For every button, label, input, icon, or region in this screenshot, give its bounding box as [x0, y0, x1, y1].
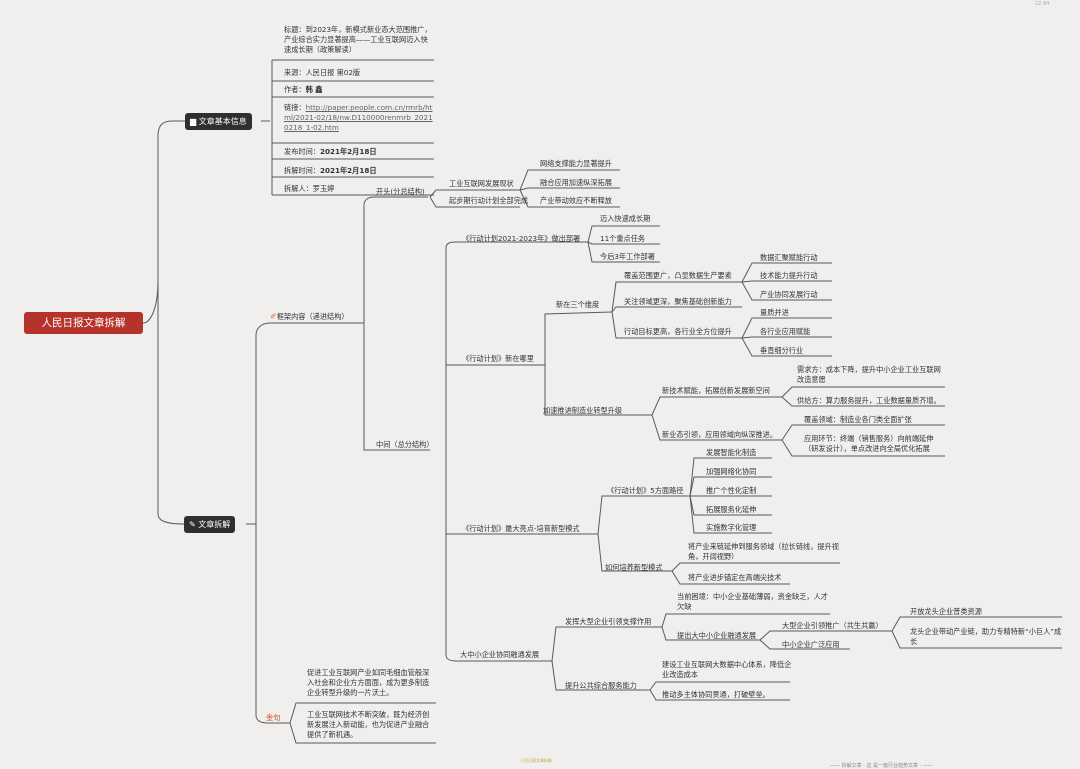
root-node[interactable]: 人民日报文章拆解: [24, 312, 143, 334]
node-a2-coverage[interactable]: 覆盖领域：制造业各门类全面扩张: [804, 415, 912, 424]
node-three-dimensions[interactable]: 新在三个维度: [556, 300, 600, 309]
node-golden-1[interactable]: 促进工业互联网产业如同毛细血管般深入社会和企业方方面面，成为更多制造企业转型升级…: [307, 668, 430, 697]
analysis-label: 拆解时间：: [284, 166, 320, 175]
node-t2[interactable]: 关注领域更深，聚焦基础创新能力: [624, 297, 732, 306]
node-large-a[interactable]: 开放龙头企业普类资源: [910, 607, 982, 616]
node-a2-application[interactable]: 应用环节：终端（销售服务）向前端延伸（研发设计），单点改进向全局优化拓展: [804, 434, 934, 453]
node-basic-info[interactable]: ▆ 文章基本信息: [185, 113, 252, 130]
node-t1-item-2[interactable]: 技术能力提升行动: [760, 271, 818, 280]
node-framework-label: 框架内容（递进结构）: [276, 312, 349, 321]
node-opening-item-2[interactable]: 融合应用加速纵深拓展: [540, 178, 612, 187]
node-plan-item-3[interactable]: 今后3年工作部署: [600, 252, 655, 261]
node-opening-status[interactable]: 工业互联网发展现状: [449, 179, 514, 188]
node-analysis-time[interactable]: 拆解时间：2021年2月18日: [284, 166, 377, 176]
footer-right: —— 拆解文章 · 这 是一篇行业趋势文章 · ——: [830, 763, 933, 769]
node-a1[interactable]: 新技术赋能，拓展创新发展新空间: [662, 386, 770, 395]
node-breakdown[interactable]: ✎ 文章拆解: [184, 516, 236, 533]
node-t1[interactable]: 覆盖范围更广，凸显数据生产要素: [624, 271, 732, 280]
pin-icon: ✐: [270, 312, 277, 321]
publish-value: 2021年2月18日: [319, 147, 377, 156]
node-large-enterprise[interactable]: 大型企业引领推广（共生共赢）: [782, 621, 883, 630]
node-opening-plan-done[interactable]: 起步期行动计划全部完成: [449, 196, 529, 205]
node-t3[interactable]: 行动目标更高，各行业全方位提升: [624, 327, 732, 336]
document-icon: ▆: [190, 117, 199, 126]
node-small-enterprise[interactable]: 中小企业广泛应用: [782, 640, 840, 649]
node-golden-2[interactable]: 工业互联网技术不断突破，既为经济创新发展注入新动能，也为促进产业融合提供了新机遇…: [307, 710, 430, 739]
node-breakdown-label: 文章拆解: [198, 520, 231, 529]
author-label: 作者：: [284, 85, 306, 94]
link-url[interactable]: http://paper.people.com.cn/rmrb/html/202…: [284, 103, 433, 132]
analysis-value: 2021年2月18日: [319, 166, 377, 175]
publish-label: 发布时间：: [284, 147, 320, 156]
node-s1-issue[interactable]: 当前困境：中小企业基础薄弱，资金缺乏，人才欠缺: [677, 592, 828, 611]
node-five-item-1[interactable]: 发展智能化制造: [706, 448, 757, 457]
node-s2[interactable]: 提升公共综合服务能力: [565, 681, 637, 690]
node-cultivate-item-2[interactable]: 将产业进步锚定在高端尖技术: [688, 573, 782, 582]
node-opening[interactable]: 开头(分总结构): [376, 187, 425, 196]
header-meta: 22 84: [1035, 1, 1050, 7]
node-highlight[interactable]: 《行动计划》最大亮点-培育新型模式: [462, 524, 580, 533]
node-cultivate[interactable]: 如何培养新型模式: [605, 563, 663, 572]
node-five-item-2[interactable]: 加强网络化协同: [706, 467, 757, 476]
node-analyst[interactable]: 拆解人：罗玉婷: [284, 184, 335, 193]
author-value: 韩 鑫: [305, 85, 323, 94]
node-middle[interactable]: 中间（总分结构）: [376, 440, 434, 449]
node-framework[interactable]: ✐框架内容（递进结构）: [270, 312, 349, 322]
node-t1-item-3[interactable]: 产业协同发展行动: [760, 290, 818, 299]
footer-note: 人民日报文章拆解: [520, 758, 552, 763]
node-source[interactable]: 来源：人民日报 第02版: [284, 68, 361, 77]
node-opening-item-1[interactable]: 网络支撑能力显著提升: [540, 159, 612, 168]
node-a1-demand[interactable]: 需求方：成本下降，提升中小企业工业互联网改造意愿: [797, 365, 941, 384]
node-t1-item-1[interactable]: 数据汇聚赋能行动: [760, 253, 818, 262]
node-s2-item-2[interactable]: 推动多主体协同贯通，打破壁垒。: [662, 690, 770, 699]
node-a2[interactable]: 新业态引领，应用领域向纵深推进。: [662, 430, 778, 439]
node-plan[interactable]: 《行动计划2021-2023年》做出部署: [462, 234, 581, 243]
node-link[interactable]: 链接：http://paper.people.com.cn/rmrb/html/…: [284, 103, 434, 133]
node-author[interactable]: 作者：韩 鑫: [284, 85, 322, 95]
node-large-b[interactable]: 龙头企业带动产业链，助力专精特新“小巨人”成长: [910, 627, 1062, 646]
link-label: 链接：: [284, 103, 306, 112]
node-five-paths[interactable]: 《行动计划》5方面路径: [607, 486, 684, 495]
node-t3-item-2[interactable]: 各行业应用赋能: [760, 327, 811, 336]
node-plan-item-2[interactable]: 11个重点任务: [600, 234, 646, 243]
node-a1-supply[interactable]: 供给方：算力服务提升，工业数据量质齐增。: [797, 396, 941, 405]
node-s2-item-1[interactable]: 建设工业互联网大数据中心体系，降低企业改造成本: [662, 660, 792, 679]
node-five-item-5[interactable]: 实施数字化管理: [706, 523, 757, 532]
node-t3-item-3[interactable]: 垂直细分行业: [760, 346, 804, 355]
node-new[interactable]: 《行动计划》新在哪里: [462, 354, 534, 363]
node-five-item-3[interactable]: 推广个性化定制: [706, 486, 757, 495]
node-s1-promote[interactable]: 提出大中小企业融通发展: [677, 631, 757, 640]
node-opening-item-3[interactable]: 产业带动效应不断释放: [540, 196, 612, 205]
node-cultivate-item-1[interactable]: 将产业来链延伸到服务领域（拉长链线，提升视角，开阔视野）: [688, 542, 839, 561]
node-accelerate[interactable]: 加速推进制造业转型升级: [543, 406, 623, 415]
node-title[interactable]: 标题：到2023年，新模式新业态大范围推广，产业综合实力显著提高——工业互联网迈…: [284, 25, 432, 54]
node-sme[interactable]: 大中小企业协同融通发展: [460, 650, 540, 659]
node-t3-item-1[interactable]: 量质并进: [760, 308, 789, 317]
node-five-item-4[interactable]: 拓展服务化延伸: [706, 505, 757, 514]
node-s1[interactable]: 发挥大型企业引领支撑作用: [565, 617, 652, 626]
node-golden[interactable]: 金句: [266, 713, 281, 722]
node-basic-info-label: 文章基本信息: [198, 117, 247, 126]
edit-icon: ✎: [189, 520, 199, 529]
node-plan-item-1[interactable]: 迈入快速成长期: [600, 214, 651, 223]
node-publish-time[interactable]: 发布时间：2021年2月18日: [284, 147, 377, 157]
